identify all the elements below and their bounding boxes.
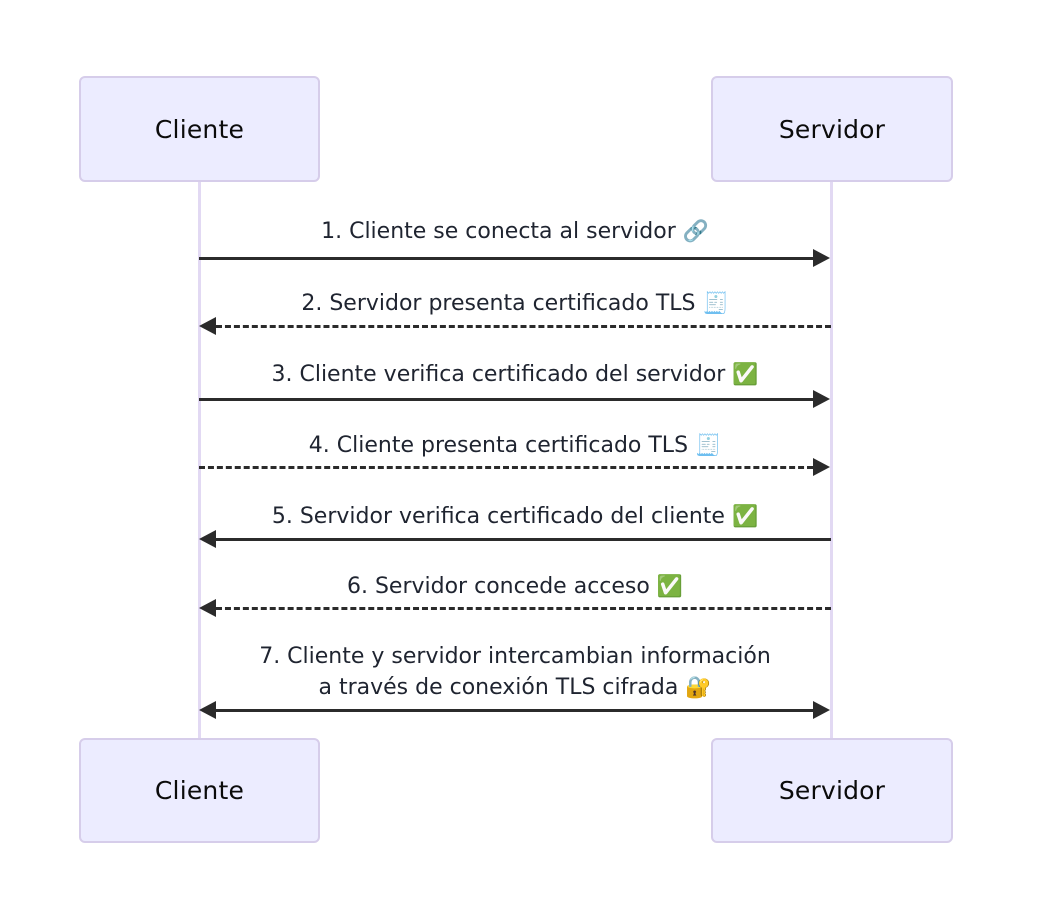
message-2-arrowhead [199, 317, 216, 335]
message-7-arrowhead-right [813, 701, 830, 719]
participant-servidor-top[interactable]: Servidor [711, 76, 953, 182]
message-7-text-line1: 7. Cliente y servidor intercambian infor… [259, 644, 771, 669]
check-mark-icon: ✅ [732, 362, 759, 386]
message-3-line [199, 398, 813, 401]
message-1-line [199, 257, 813, 260]
message-7-line [216, 709, 813, 712]
message-6-text: 6. Servidor concede acceso [346, 574, 650, 599]
message-1-label: 1. Cliente se conecta al servidor 🔗 [199, 216, 831, 247]
message-7-line2-wrap: a través de conexión TLS cifrada 🔐 [199, 672, 831, 703]
certificate-icon: 🧾 [702, 291, 729, 315]
message-4-arrowhead [813, 458, 830, 476]
lifeline-cliente [198, 182, 201, 738]
message-5-line [216, 538, 831, 541]
message-1-text: 1. Cliente se conecta al servidor [321, 219, 676, 244]
link-icon: 🔗 [682, 219, 709, 243]
participant-label: Cliente [154, 776, 245, 805]
message-4-label: 4. Cliente presenta certificado TLS 🧾 [199, 430, 831, 461]
message-5-arrowhead [199, 530, 216, 548]
message-5-label: 5. Servidor verifica certificado del cli… [199, 501, 831, 532]
message-7-label: 7. Cliente y servidor intercambian infor… [199, 641, 831, 703]
lifeline-servidor [830, 182, 833, 738]
message-2-text: 2. Servidor presenta certificado TLS [301, 291, 696, 316]
check-mark-icon: ✅ [656, 574, 684, 598]
participant-cliente-bottom[interactable]: Cliente [79, 738, 320, 843]
message-1-arrowhead [813, 249, 830, 267]
message-4-line [199, 466, 813, 469]
message-3-text: 3. Cliente verifica certificado del serv… [271, 362, 726, 387]
participant-label: Cliente [154, 114, 245, 144]
locked-with-key-icon: 🔐 [685, 675, 712, 699]
message-4-text: 4. Cliente presenta certificado TLS [308, 433, 689, 458]
message-5-text: 5. Servidor verifica certificado del cli… [271, 504, 725, 529]
check-mark-icon: ✅ [731, 504, 759, 528]
message-6-label: 6. Servidor concede acceso ✅ [199, 571, 831, 602]
message-3-arrowhead [813, 390, 830, 408]
message-2-label: 2. Servidor presenta certificado TLS 🧾 [199, 288, 831, 319]
message-6-line [216, 607, 831, 610]
participant-label: Servidor [778, 776, 886, 805]
message-7-arrowhead-left [199, 701, 216, 719]
participant-label: Servidor [778, 114, 886, 144]
message-2-line [216, 325, 831, 328]
message-7-text-line2: a través de conexión TLS cifrada [318, 675, 679, 700]
participant-cliente-top[interactable]: Cliente [79, 76, 320, 182]
message-3-label: 3. Cliente verifica certificado del serv… [199, 359, 831, 390]
participant-servidor-bottom[interactable]: Servidor [711, 738, 953, 843]
certificate-icon: 🧾 [695, 433, 722, 457]
message-6-arrowhead [199, 599, 216, 617]
